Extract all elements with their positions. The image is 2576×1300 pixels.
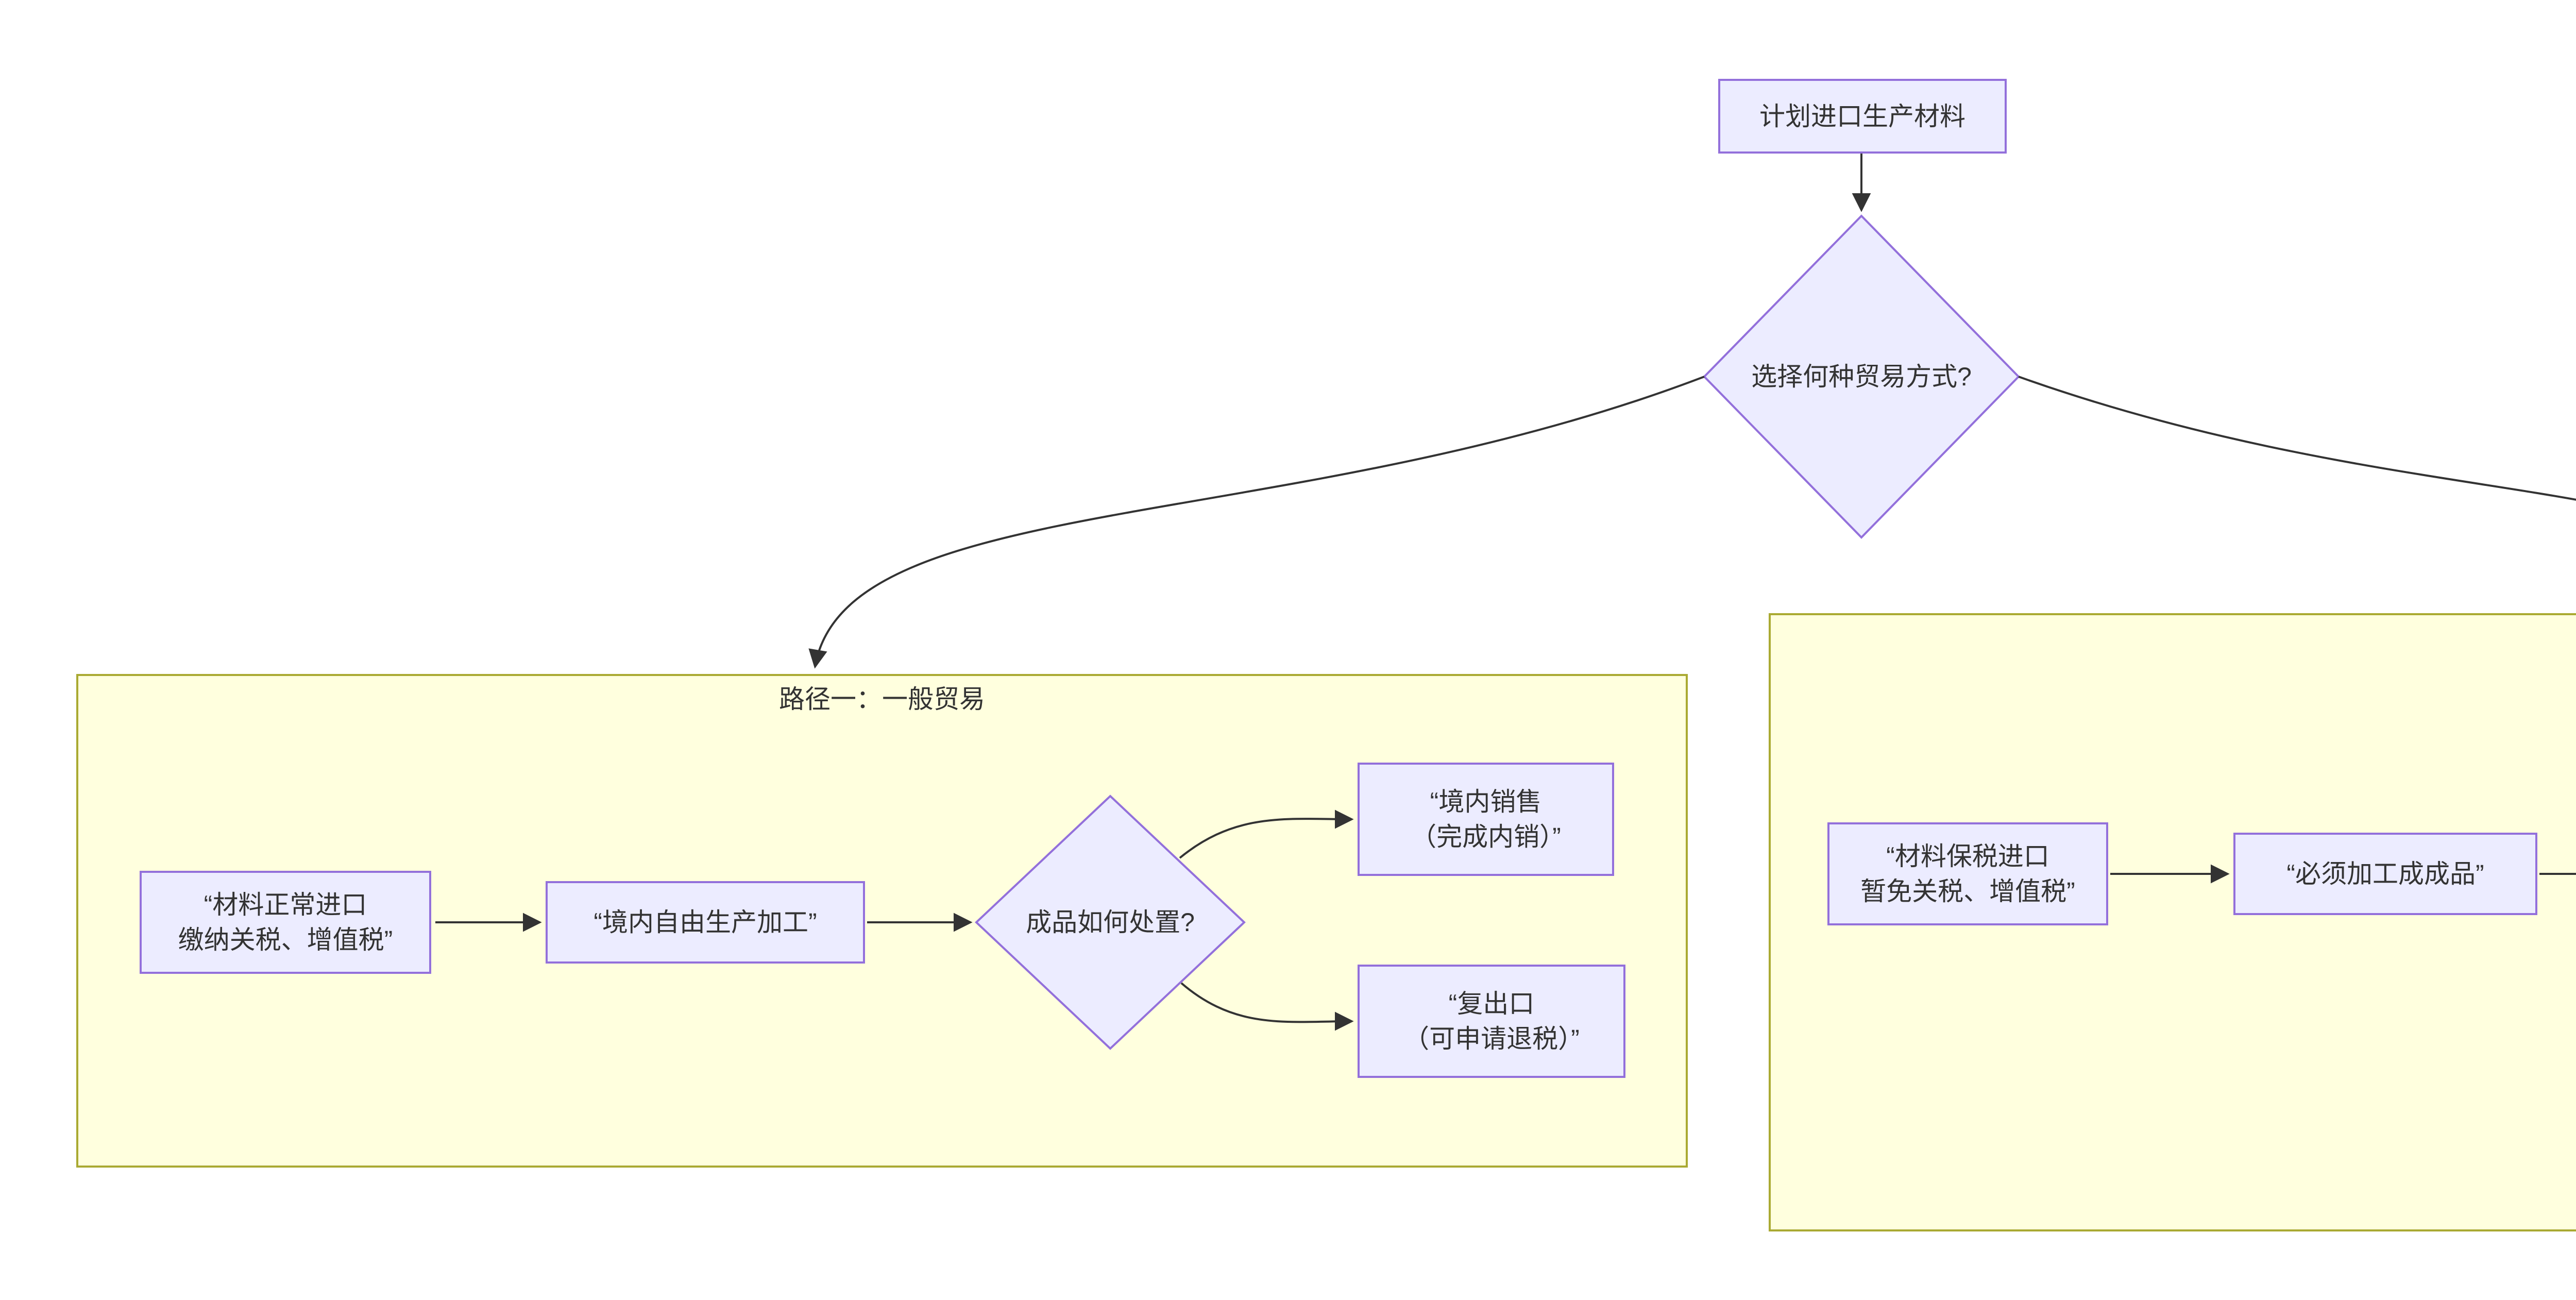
node-start: 计划进口生产材料	[1718, 79, 2007, 154]
node-bonded-import: “材料保税进口 暂免关税、增值税”	[1827, 822, 2108, 925]
cluster-path1-label: 路径一：一般贸易	[779, 685, 985, 714]
edge-a3-a4	[1179, 809, 1354, 859]
decision-trade-mode-shape	[1703, 214, 2020, 539]
edge-choice-path2	[2018, 376, 2576, 501]
edge-a3-a5	[1180, 982, 1354, 1031]
node-reexport: “复出口 （可申请退税）”	[1358, 965, 1625, 1078]
node-domestic-sale: “境内销售 （完成内销）”	[1358, 763, 1614, 876]
node-normal-import: “材料正常进口 缴纳关税、增值税”	[140, 871, 431, 974]
decision-product-disposal-shape	[975, 795, 1246, 1050]
edge-choice-path1	[808, 376, 1705, 669]
decision-trade-mode-label: 选择何种贸易方式?	[1751, 362, 1972, 391]
node-domestic-processing: “境内自由生产加工”	[546, 881, 865, 964]
decision-product-disposal-label: 成品如何处置?	[1026, 908, 1195, 937]
node-must-process: “必须加工成成品”	[2233, 833, 2537, 915]
